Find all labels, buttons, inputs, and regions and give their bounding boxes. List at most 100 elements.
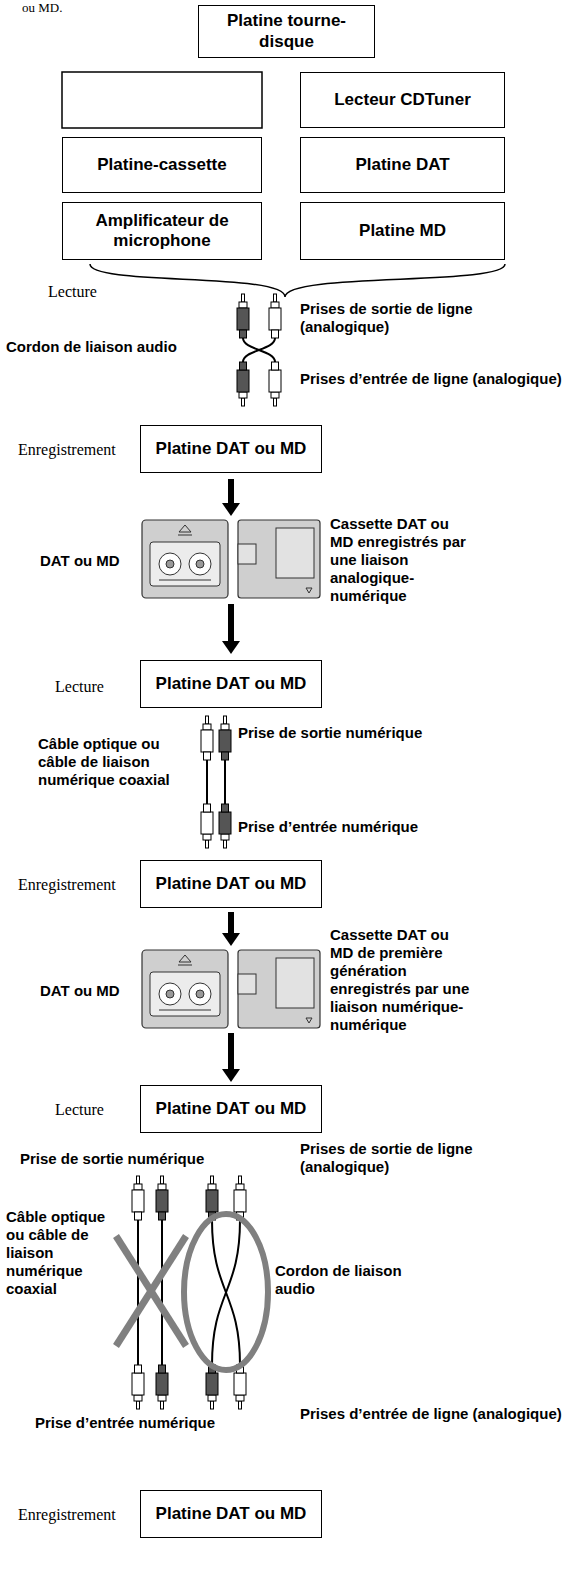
- plug-pin: [274, 398, 277, 406]
- plug-connector: [269, 294, 281, 338]
- plug-pin: [161, 1176, 164, 1184]
- md-tab: [238, 544, 256, 564]
- device-name: Amplificateur de microphone: [71, 211, 253, 252]
- device-name: Platine DAT ou MD: [156, 439, 307, 459]
- plug-pin: [206, 840, 209, 848]
- tape: [159, 1010, 211, 1011]
- plug-boot: [204, 752, 211, 760]
- step-label: Enregistrement: [18, 1505, 136, 1524]
- tape: [159, 580, 211, 581]
- plug-ring: [203, 834, 211, 840]
- plug-ring: [271, 302, 279, 308]
- step-label: Lecture: [48, 282, 168, 301]
- callout-label: Prises d’entrée de ligne (analogique): [300, 1405, 562, 1423]
- plug-pin: [224, 840, 227, 848]
- callout-label: DAT ou MD: [40, 982, 138, 1000]
- device-box: Platine DAT ou MD: [140, 660, 322, 708]
- minidisc: [238, 520, 320, 598]
- plug-connector: [219, 716, 231, 760]
- eject-mark: [179, 525, 191, 532]
- step-label: ou MD.: [22, 0, 142, 16]
- plug-ring: [236, 1395, 244, 1401]
- plug-ring: [208, 1184, 216, 1190]
- cable: [161, 1220, 163, 1365]
- reel-hub: [196, 560, 204, 568]
- plug-boot: [159, 1212, 166, 1220]
- plug-ring: [134, 1395, 142, 1401]
- callout-label: Cassette DAT ou MD de première génératio…: [330, 926, 470, 1034]
- cable: [224, 760, 226, 804]
- plug-pin: [161, 1401, 164, 1409]
- plug-pin: [211, 1401, 214, 1409]
- device-name: Lecteur CDTuner: [334, 90, 471, 110]
- device-box: Platine DAT ou MD: [140, 425, 322, 473]
- group-brace: [90, 264, 505, 297]
- prohibited-mark: [116, 1236, 186, 1346]
- plug-ring: [221, 834, 229, 840]
- plug-body: [219, 730, 231, 752]
- allowed-mark: [184, 1214, 268, 1370]
- plug-pin: [224, 716, 227, 724]
- plug-boot: [222, 752, 229, 760]
- plug-pin: [206, 716, 209, 724]
- device-box: Platine MD: [300, 202, 505, 260]
- reel-hub: [196, 990, 204, 998]
- device-box: [62, 72, 262, 128]
- plug-body: [206, 1190, 218, 1212]
- step-label: Lecture: [55, 1100, 135, 1119]
- plug-boot: [204, 804, 211, 812]
- cable: [212, 1220, 240, 1365]
- device-name: Platine DAT ou MD: [156, 1504, 307, 1524]
- plug-body: [156, 1190, 168, 1212]
- callout-label: Prises d’entrée de ligne (analogique): [300, 370, 562, 388]
- device-box: Lecteur CDTuner: [300, 72, 505, 128]
- plug-connector: [201, 804, 213, 848]
- plug-boot: [135, 1212, 142, 1220]
- callout-label: DAT ou MD: [40, 552, 138, 570]
- eject-mark: [178, 965, 192, 966]
- device-box: Platine DAT ou MD: [140, 1085, 322, 1133]
- device-name: Platine DAT ou MD: [156, 1099, 307, 1119]
- plug-boot: [272, 362, 279, 370]
- tape-reel: [189, 983, 211, 1005]
- plug-pin: [239, 1176, 242, 1184]
- plug-boot: [222, 804, 229, 812]
- cable: [206, 760, 208, 804]
- plug-body: [237, 308, 249, 330]
- arrow-head: [222, 503, 240, 516]
- plug-ring: [271, 392, 279, 398]
- plug-ring: [208, 1395, 216, 1401]
- plug-body: [237, 370, 249, 392]
- plug-ring: [158, 1395, 166, 1401]
- plug-ring: [236, 1184, 244, 1190]
- tape-reel: [159, 553, 181, 575]
- plug-boot: [272, 330, 279, 338]
- callout-label: Câble optique ou câble de liaison numéri…: [6, 1208, 114, 1298]
- callout-label: Câble optique ou câble de liaison numéri…: [38, 735, 198, 789]
- arrow-stem: [228, 1033, 234, 1070]
- md-tab: [238, 974, 256, 994]
- plug-connector: [234, 1365, 246, 1409]
- step-label: Enregistrement: [18, 875, 136, 894]
- device-box: Platine-cassette: [62, 137, 262, 193]
- device-name: Platine DAT: [355, 155, 449, 175]
- plug-ring: [158, 1184, 166, 1190]
- device-name: Platine DAT ou MD: [156, 674, 307, 694]
- device-name: Platine MD: [359, 221, 446, 241]
- cassette-window: [150, 972, 220, 1016]
- dat-cassette: [142, 950, 228, 1028]
- plug-boot: [240, 330, 247, 338]
- plug-body: [234, 1373, 246, 1395]
- plug-body: [206, 1373, 218, 1395]
- cable: [243, 338, 275, 362]
- plug-boot: [240, 362, 247, 370]
- callout-label: Cordon de liaison audio: [275, 1262, 435, 1298]
- plug-connector: [201, 716, 213, 760]
- plug-body: [201, 812, 213, 834]
- arrow-stem: [228, 479, 234, 504]
- eject-mark: [178, 535, 192, 536]
- plug-pin: [242, 398, 245, 406]
- plug-pin: [274, 294, 277, 302]
- cable: [212, 1220, 240, 1365]
- device-box: Platine DAT ou MD: [140, 1490, 322, 1538]
